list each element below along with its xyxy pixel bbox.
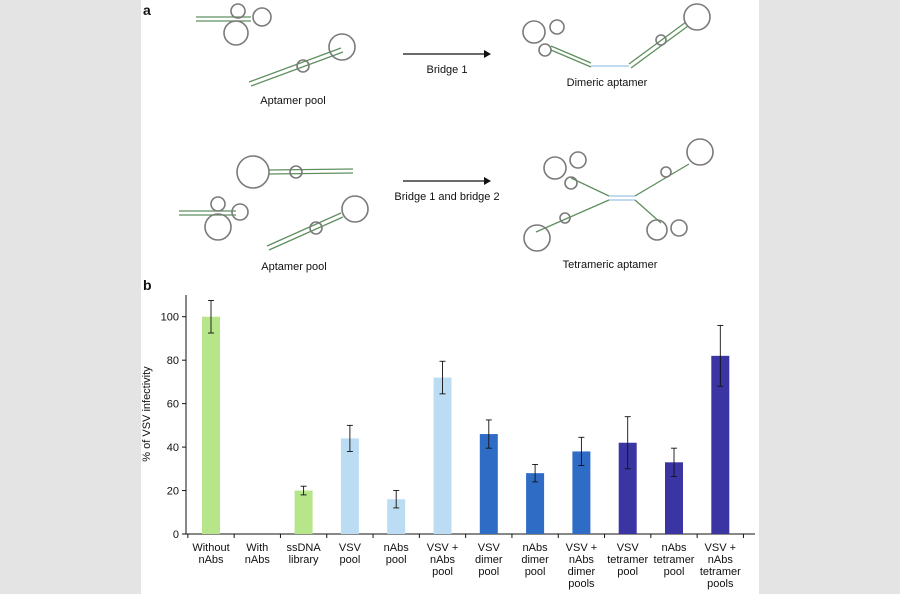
figure-svg: a Aptamer pool Bridge 1 xyxy=(141,2,755,590)
bar xyxy=(479,434,498,534)
infectivity-bar-chart: % of VSV infectivity 0 20 40 60 80 100Without… xyxy=(141,295,755,590)
bar xyxy=(711,355,730,534)
y-tick-label: 100 xyxy=(161,312,179,324)
x-category-label: Without xyxy=(192,542,229,554)
y-tick-label: 40 xyxy=(167,442,179,454)
x-category-label: VSV + xyxy=(705,542,737,554)
tetrameric-aptamer-illustration xyxy=(523,138,714,252)
x-category-label: dimer xyxy=(568,566,596,578)
x-category-label: nAbs xyxy=(430,554,456,566)
bar xyxy=(526,473,545,534)
y-axis-label: % of VSV infectivity xyxy=(141,366,153,462)
panel-a-letter: a xyxy=(143,2,151,18)
x-category-label: nAbs xyxy=(198,554,224,566)
x-category-label: tetramer xyxy=(700,566,741,578)
x-category-label: VSV + xyxy=(427,542,459,554)
x-category-label: nAbs xyxy=(523,542,549,554)
x-category-label: pool xyxy=(340,554,361,566)
x-category-label: pools xyxy=(707,578,734,590)
aptamer-pool-illustration-2 xyxy=(179,155,369,251)
x-category-label: nAbs xyxy=(569,554,595,566)
bar xyxy=(340,438,359,534)
bar xyxy=(433,377,452,534)
x-category-label: pool xyxy=(432,566,453,578)
aptamer-pool-illustration-1 xyxy=(196,3,356,87)
y-tick-label: 0 xyxy=(173,529,179,541)
x-category-label: VSV xyxy=(339,542,362,554)
x-category-label: dimer xyxy=(521,554,549,566)
x-category-label: nAbs xyxy=(708,554,734,566)
bridge1and2-arrow xyxy=(403,177,491,185)
x-category-label: VSV + xyxy=(566,542,598,554)
x-category-label: nAbs xyxy=(384,542,410,554)
x-category-label: VSV xyxy=(478,542,501,554)
dimeric-aptamer-illustration xyxy=(522,3,711,69)
x-category-label: With xyxy=(246,542,268,554)
x-category-label: pool xyxy=(478,566,499,578)
x-category-label: pool xyxy=(386,554,407,566)
x-category-label: tetramer xyxy=(654,554,695,566)
bar xyxy=(572,451,591,534)
row1-arrow-label: Bridge 1 xyxy=(427,64,468,76)
y-tick-label: 60 xyxy=(167,399,179,411)
bar xyxy=(202,316,220,534)
row2-arrow-label: Bridge 1 and bridge 2 xyxy=(394,191,499,203)
row2-product-label: Tetrameric aptamer xyxy=(563,259,658,271)
figure-panel: a Aptamer pool Bridge 1 xyxy=(141,0,759,594)
x-category-label: nAbs xyxy=(661,542,687,554)
x-category-label: pool xyxy=(525,566,546,578)
y-tick-label: 20 xyxy=(167,486,179,498)
x-category-label: library xyxy=(289,554,319,566)
y-tick-label: 80 xyxy=(167,355,179,367)
row1-product-label: Dimeric aptamer xyxy=(567,77,648,89)
x-category-label: tetramer xyxy=(607,554,648,566)
x-category-label: dimer xyxy=(475,554,503,566)
x-category-label: pool xyxy=(664,566,685,578)
bar xyxy=(294,490,313,534)
row1-pool-label: Aptamer pool xyxy=(260,95,325,107)
bridge1-arrow xyxy=(403,50,491,58)
bar xyxy=(618,442,637,534)
panel-b-letter: b xyxy=(143,277,152,293)
bar xyxy=(387,499,406,534)
x-category-label: nAbs xyxy=(245,554,271,566)
x-category-label: ssDNA xyxy=(286,542,321,554)
row2-pool-label: Aptamer pool xyxy=(261,261,326,273)
x-category-label: pools xyxy=(568,578,595,590)
bar xyxy=(665,462,683,534)
x-category-label: VSV xyxy=(617,542,640,554)
x-category-label: pool xyxy=(617,566,638,578)
